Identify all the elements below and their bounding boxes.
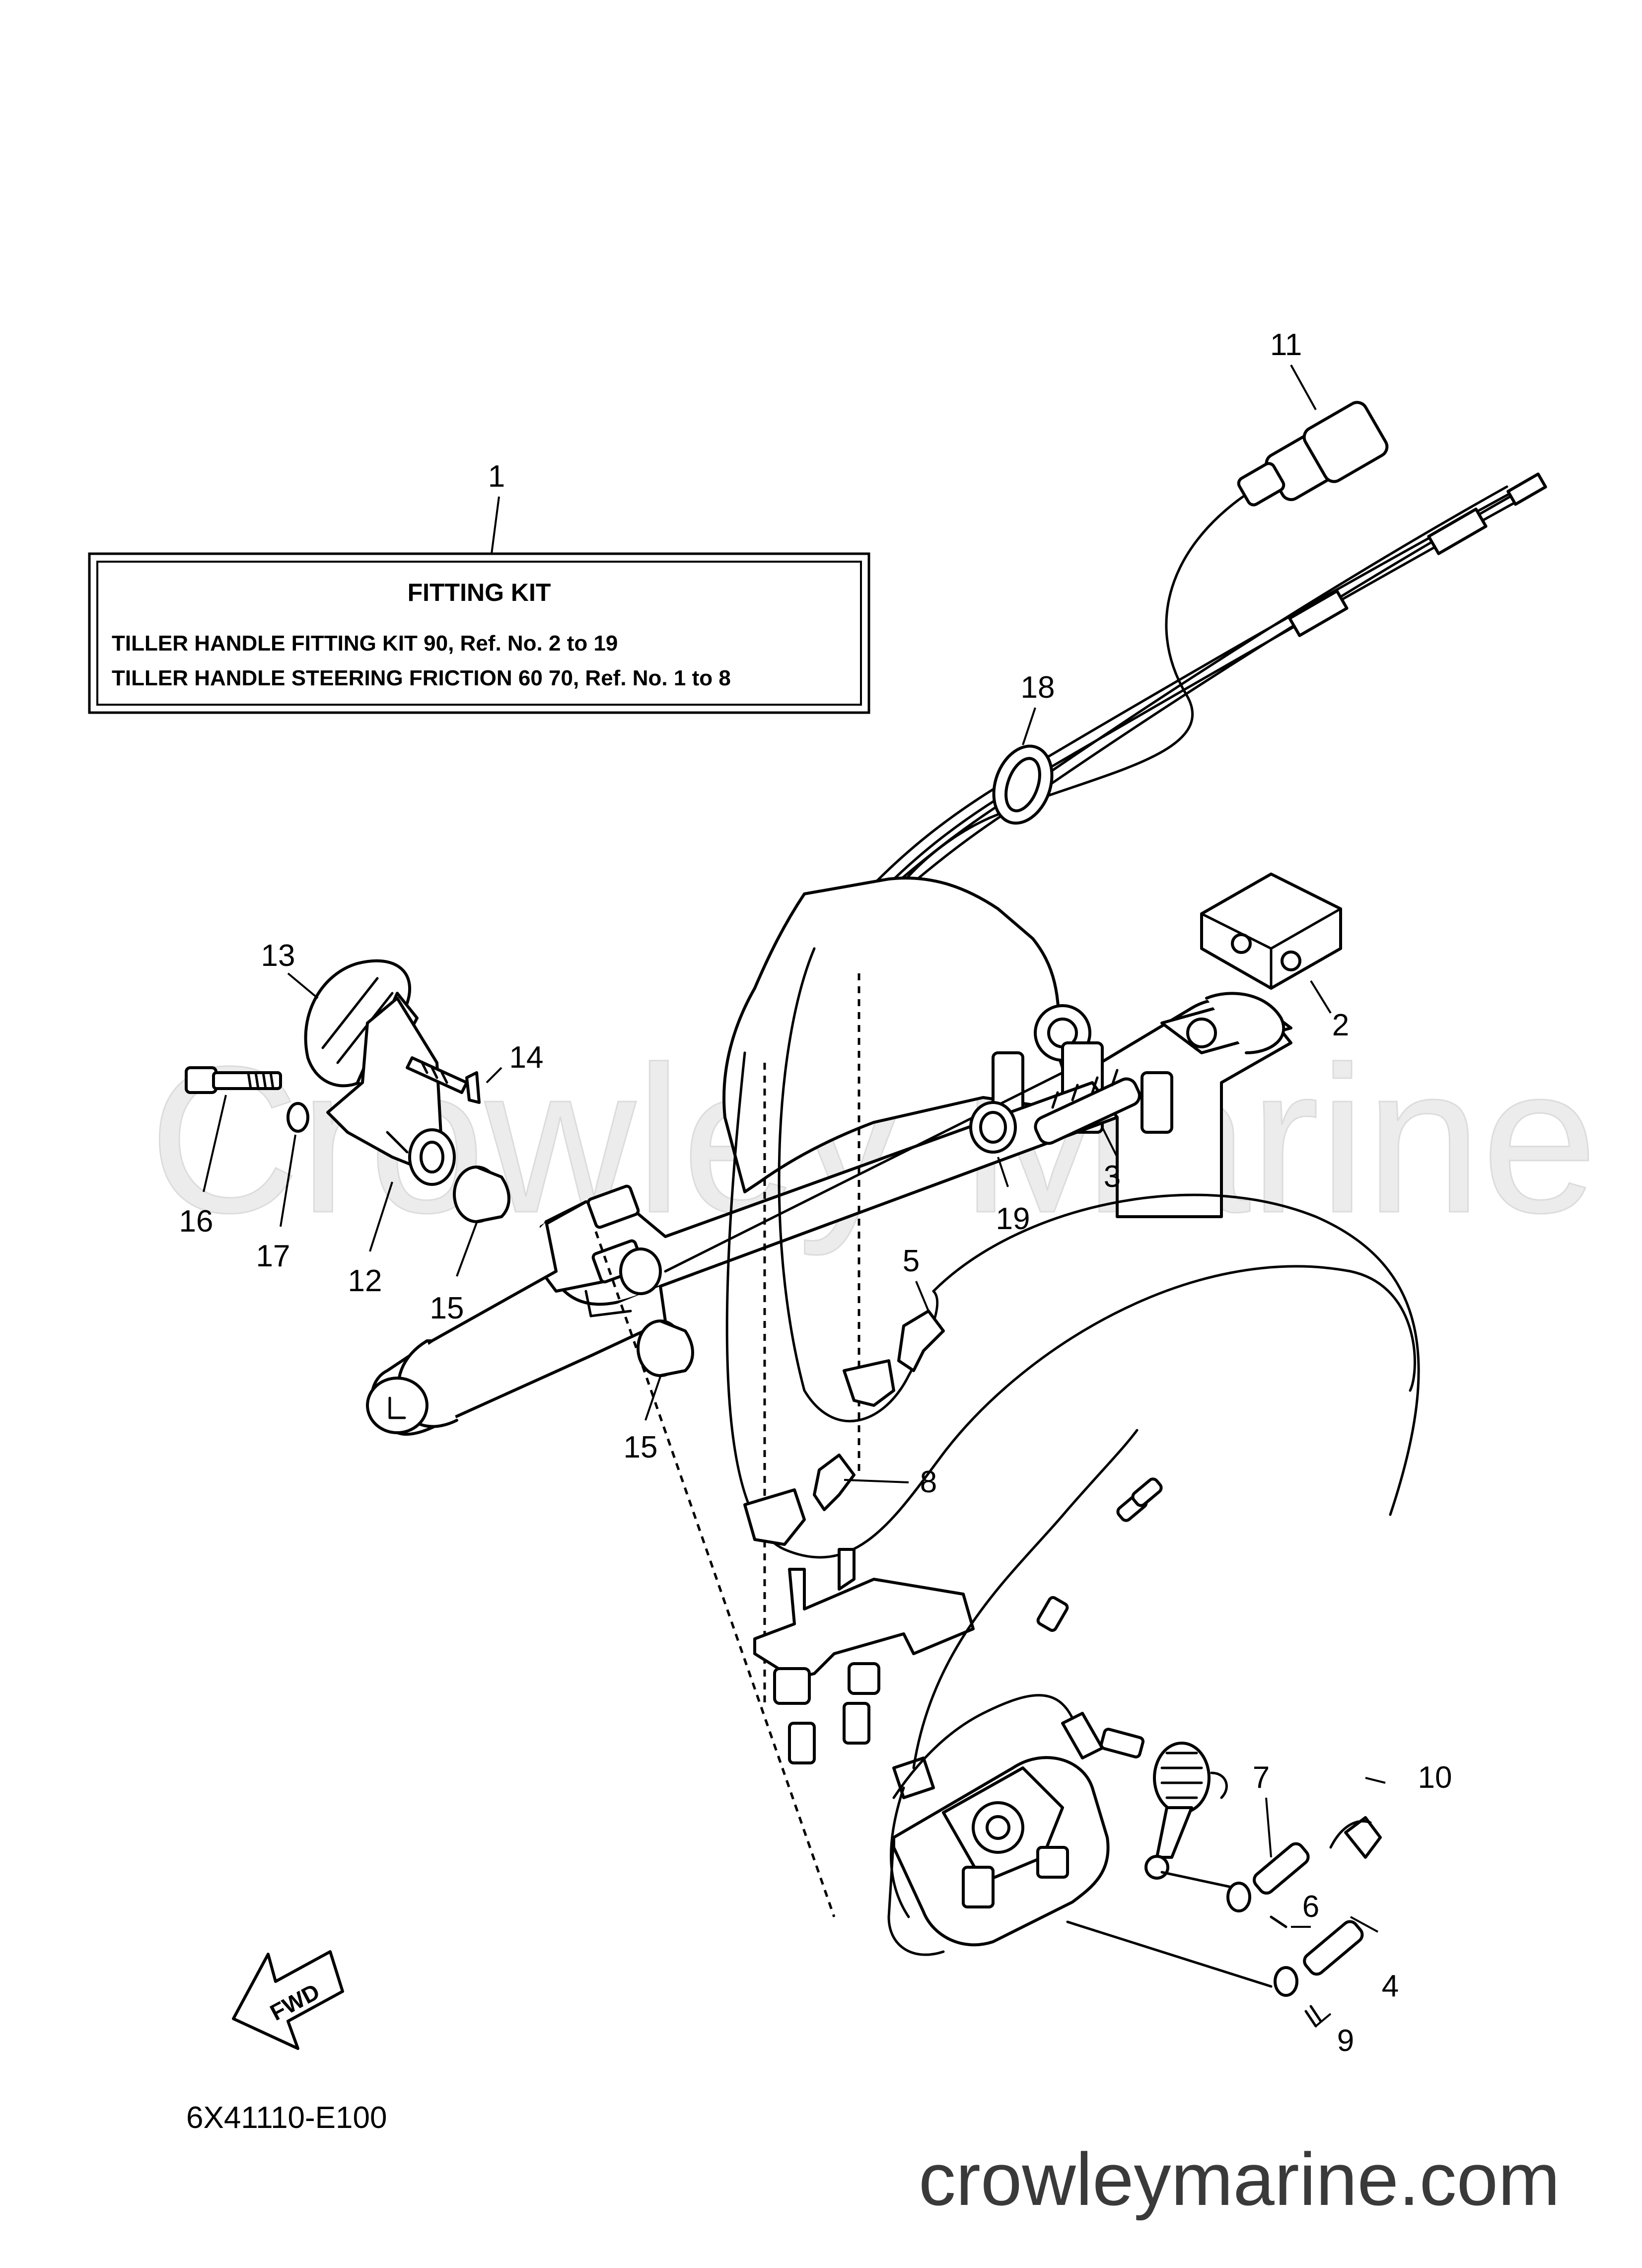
callout-11: 11	[1270, 328, 1302, 362]
fitting-kit-line-1: TILLER HANDLE FITTING KIT 90, Ref. No. 2…	[112, 631, 618, 656]
control-cables	[875, 472, 1547, 900]
callout-7: 7	[1253, 1760, 1270, 1795]
clip-8	[743, 1454, 856, 1546]
diagram-code: 6X41110-E100	[186, 2101, 387, 2135]
control-unit	[887, 1694, 1110, 1956]
callout-16: 16	[179, 1204, 214, 1239]
callout-18: 18	[1021, 670, 1055, 705]
callout-9: 9	[1337, 2024, 1354, 2058]
callout-8: 8	[920, 1465, 937, 1499]
callout-10: 10	[1418, 1760, 1452, 1795]
bushing-15-lower	[637, 1319, 694, 1377]
callout-4: 4	[1382, 1969, 1399, 2003]
callout-14: 14	[509, 1040, 544, 1075]
callout-2: 2	[1332, 1008, 1349, 1042]
callout-17: 17	[256, 1239, 290, 1273]
callout-15-upper: 15	[430, 1291, 464, 1325]
nut-19	[969, 1101, 1017, 1154]
connector-11	[1237, 401, 1389, 507]
bushing-15-upper	[453, 1166, 510, 1223]
callout-15-lower: 15	[624, 1430, 658, 1464]
stud-3	[1034, 1069, 1141, 1145]
fitting-kit-heading: FITTING KIT	[408, 579, 551, 606]
cable-bracket-plate	[753, 1548, 975, 1764]
callout-12: 12	[348, 1264, 382, 1298]
clip-5	[843, 1310, 945, 1407]
site-url: crowleymarine.com	[919, 2137, 1560, 2221]
bolt-16	[185, 1066, 282, 1094]
washer-17	[286, 1102, 309, 1133]
arm-12	[326, 997, 456, 1186]
cable-joints	[1066, 1816, 1382, 2028]
fitting-kit-line-2: TILLER HANDLE STEERING FRICTION 60 70, R…	[112, 666, 731, 690]
screw-14	[406, 1056, 481, 1104]
callout-3: 3	[1104, 1160, 1121, 1194]
callout-5: 5	[903, 1244, 920, 1278]
callout-13: 13	[261, 939, 295, 973]
callout-19: 19	[996, 1202, 1030, 1236]
shift-lever	[1099, 1728, 1228, 1880]
harness-loop	[725, 1051, 1416, 1559]
fwd-arrow-icon: FWD	[232, 1950, 344, 2050]
callout-1: 1	[488, 459, 505, 494]
control-unit-wire	[912, 1429, 1139, 1769]
fitting-kit-box: FITTING KIT TILLER HANDLE FITTING KIT 90…	[88, 552, 870, 714]
callout-6: 6	[1302, 1890, 1319, 1924]
block-2	[1200, 873, 1342, 990]
clamp-18	[992, 744, 1054, 825]
